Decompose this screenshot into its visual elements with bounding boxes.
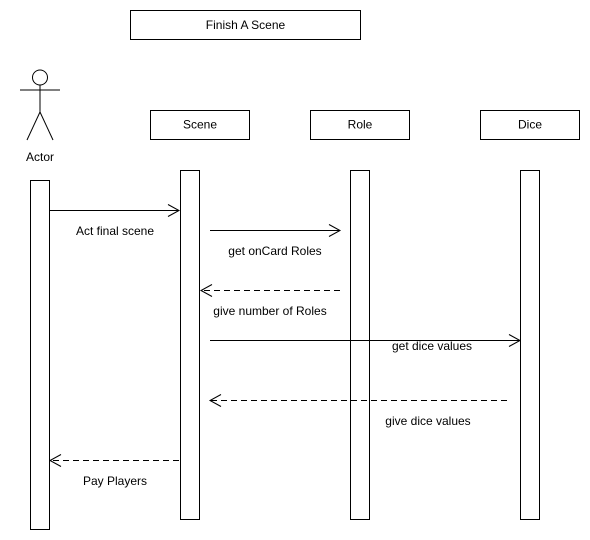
diagram-title: Finish A Scene xyxy=(206,18,286,32)
actor-label: Actor xyxy=(26,150,54,164)
participant-role-box[interactable]: Role xyxy=(310,110,410,140)
message-get-oncard-roles[interactable] xyxy=(210,224,342,237)
message-pay-players[interactable] xyxy=(48,454,179,467)
message-give-number-of-roles[interactable] xyxy=(199,284,340,297)
participant-scene-label: Scene xyxy=(183,118,217,132)
message-give-dice-values[interactable] xyxy=(208,394,507,407)
title-box[interactable]: Finish A Scene xyxy=(130,10,361,40)
scene-activation-bar[interactable] xyxy=(180,170,200,520)
participant-role-label: Role xyxy=(348,118,373,132)
role-activation-bar[interactable] xyxy=(350,170,370,520)
message-act-final-scene[interactable] xyxy=(50,204,181,217)
participant-dice-box[interactable]: Dice xyxy=(480,110,580,140)
participant-scene-box[interactable]: Scene xyxy=(150,110,250,140)
actor-icon[interactable] xyxy=(20,69,60,141)
actor-activation-bar[interactable] xyxy=(30,180,50,530)
dice-activation-bar[interactable] xyxy=(520,170,540,520)
message-label: give number of Roles xyxy=(213,304,326,318)
message-label: Act final scene xyxy=(76,224,154,238)
participant-dice-label: Dice xyxy=(518,118,542,132)
message-label: get onCard Roles xyxy=(228,244,321,258)
message-label: get dice values xyxy=(392,339,472,353)
message-label: give dice values xyxy=(385,414,470,428)
message-label: Pay Players xyxy=(83,474,147,488)
message-get-dice-values[interactable] xyxy=(210,334,522,347)
